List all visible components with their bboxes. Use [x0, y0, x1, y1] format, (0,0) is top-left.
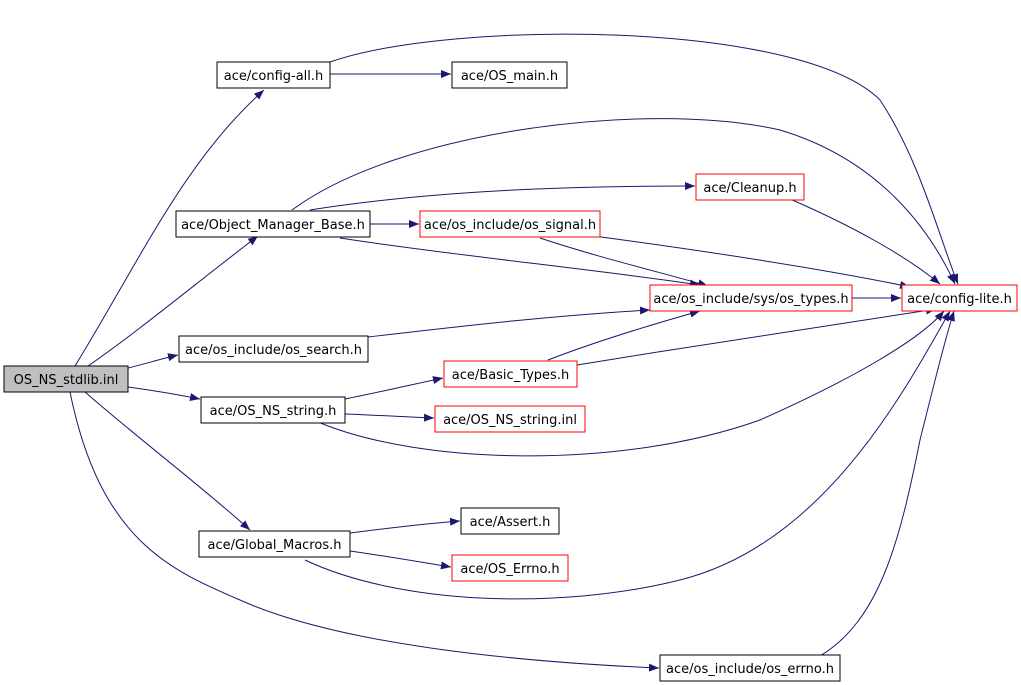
node-label: ace/os_include/sys/os_types.h	[653, 292, 848, 307]
node-label: ace/config-lite.h	[907, 292, 1012, 307]
node-os-signal-h[interactable]: ace/os_include/os_signal.h	[419, 210, 601, 238]
edge-object-manager-to-os-types	[339, 237, 701, 288]
node-os-main-h[interactable]: ace/OS_main.h	[451, 61, 568, 89]
node-label: ace/Global_Macros.h	[208, 538, 342, 553]
edge-os-ns-string-to-basic-types	[344, 376, 444, 400]
edge-global-macros-to-config-lite	[304, 310, 951, 600]
node-os-ns-string-inl[interactable]: ace/OS_NS_string.inl	[434, 405, 586, 433]
edge-stdlib-to-os-include-os-errno	[69, 391, 660, 672]
node-object-manager-base-h[interactable]: ace/Object_Manager_Base.h	[175, 210, 371, 238]
node-label: ace/OS_NS_string.h	[210, 404, 337, 419]
node-os-ns-stdlib-inl[interactable]: OS_NS_stdlib.inl	[3, 365, 129, 393]
edge-basic-types-to-os-types	[547, 309, 701, 361]
edge-stdlib-to-config-all	[74, 89, 265, 367]
edge-object-manager-to-cleanup	[309, 182, 696, 211]
node-label: ace/OS_Errno.h	[460, 562, 559, 577]
node-os-types-h[interactable]: ace/os_include/sys/os_types.h	[649, 284, 853, 312]
edge-os-include-os-errno-to-config-lite	[819, 310, 955, 657]
node-label: ace/os_include/os_signal.h	[424, 218, 596, 233]
edge-os-signal-to-config-lite	[585, 234, 911, 289]
node-config-lite-h[interactable]: ace/config-lite.h	[901, 284, 1018, 312]
node-label: ace/Basic_Types.h	[452, 368, 569, 383]
edge-stdlib-to-os-ns-string	[127, 386, 201, 401]
node-os-ns-string-h[interactable]: ace/OS_NS_string.h	[200, 396, 346, 424]
node-label: ace/config-all.h	[224, 69, 324, 84]
edge-os-ns-string-to-config-lite	[317, 310, 945, 457]
node-label: ace/OS_main.h	[461, 69, 558, 84]
node-cleanup-h[interactable]: ace/Cleanup.h	[695, 173, 805, 201]
node-os-errno-h[interactable]: ace/OS_Errno.h	[451, 554, 569, 582]
edge-os-ns-string-to-os-ns-string-inl	[344, 413, 435, 422]
edge-stdlib-to-os-search	[127, 353, 179, 369]
edge-os-signal-to-os-types	[539, 237, 709, 288]
node-label: ace/Assert.h	[470, 515, 551, 530]
edge-stdlib-to-object-manager-base	[87, 235, 259, 367]
node-assert-h[interactable]: ace/Assert.h	[460, 507, 560, 535]
edge-cleanup-to-config-lite	[789, 198, 941, 285]
node-os-search-h[interactable]: ace/os_include/os_search.h	[178, 335, 369, 363]
node-basic-types-h[interactable]: ace/Basic_Types.h	[443, 360, 578, 388]
edge-object-manager-to-config-lite	[291, 118, 956, 285]
edge-global-macros-to-os-errno	[349, 550, 452, 570]
node-label: OS_NS_stdlib.inl	[14, 373, 119, 388]
node-config-all-h[interactable]: ace/config-all.h	[216, 61, 331, 89]
node-label: ace/os_include/os_errno.h	[666, 662, 834, 677]
node-label: ace/Cleanup.h	[703, 181, 796, 196]
node-label: ace/os_include/os_search.h	[185, 343, 362, 358]
edge-stdlib-to-global-macros	[84, 391, 251, 531]
node-label: ace/OS_NS_string.inl	[443, 413, 577, 428]
node-global-macros-h[interactable]: ace/Global_Macros.h	[198, 530, 351, 558]
edge-config-all-to-config-lite	[329, 33, 959, 285]
edge-global-macros-to-assert	[349, 517, 461, 534]
edge-os-search-to-os-types	[367, 306, 651, 338]
node-os-include-os-errno-h[interactable]: ace/os_include/os_errno.h	[659, 654, 841, 682]
edge-basic-types-to-config-lite	[576, 306, 937, 366]
nodes-layer: OS_NS_stdlib.inl ace/config-all.h ace/OS…	[3, 61, 1018, 682]
node-label: ace/Object_Manager_Base.h	[181, 218, 365, 233]
edges-layer	[69, 33, 959, 672]
